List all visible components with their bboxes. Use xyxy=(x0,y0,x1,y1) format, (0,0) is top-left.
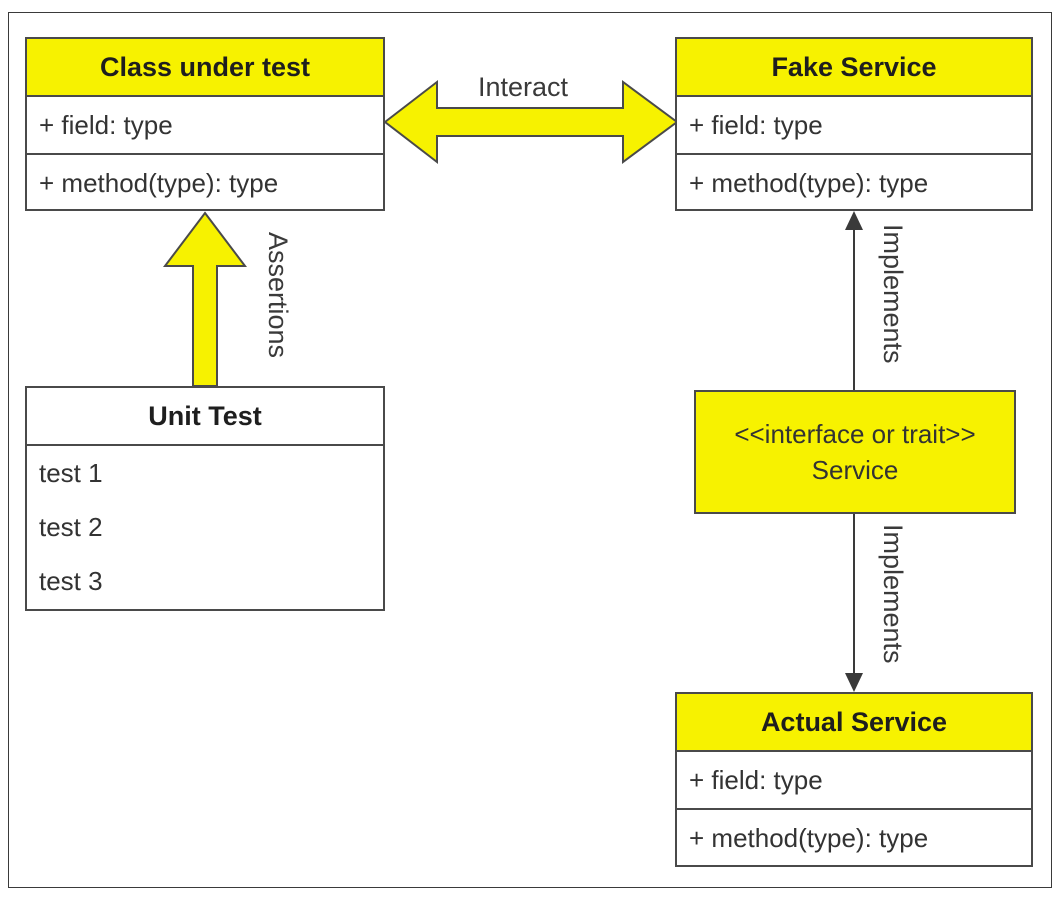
fake-service-title: Fake Service xyxy=(677,39,1031,97)
interface-stereotype: <<interface or trait>> xyxy=(734,419,976,449)
implements-arrowhead-top xyxy=(845,211,863,230)
class-under-test-box: Class under test + field: type + method(… xyxy=(25,37,385,211)
fake-service-field: + field: type xyxy=(689,109,823,140)
unit-test-item: test 3 xyxy=(39,565,103,596)
actual-service-box: Actual Service + field: type + method(ty… xyxy=(675,692,1033,867)
unit-test-item: test 1 xyxy=(39,457,103,488)
unit-test-item: test 2 xyxy=(39,511,103,542)
unit-test-box: Unit Test test 1 test 2 test 3 xyxy=(25,386,385,611)
implements-label-bottom: Implements xyxy=(878,524,908,664)
service-interface-box: <<interface or trait>> Service xyxy=(694,390,1016,514)
class-under-test-field: + field: type xyxy=(39,109,173,140)
class-under-test-method: + method(type): type xyxy=(27,153,383,211)
assertions-label: Assertions xyxy=(263,232,293,359)
interface-name: Service xyxy=(811,455,899,485)
class-under-test-title: Class under test xyxy=(27,39,383,97)
fake-service-box: Fake Service + field: type + method(type… xyxy=(675,37,1033,211)
actual-service-method: + method(type): type xyxy=(677,808,1031,866)
fake-service-method: + method(type): type xyxy=(677,153,1031,211)
unit-test-title: Unit Test xyxy=(27,388,383,446)
assertions-arrow xyxy=(162,211,248,387)
implements-arrowhead-bottom xyxy=(845,673,863,692)
implements-label-top: Implements xyxy=(878,224,908,364)
actual-service-field: + field: type xyxy=(689,764,823,795)
actual-service-title: Actual Service xyxy=(677,694,1031,752)
interact-label: Interact xyxy=(478,72,569,102)
